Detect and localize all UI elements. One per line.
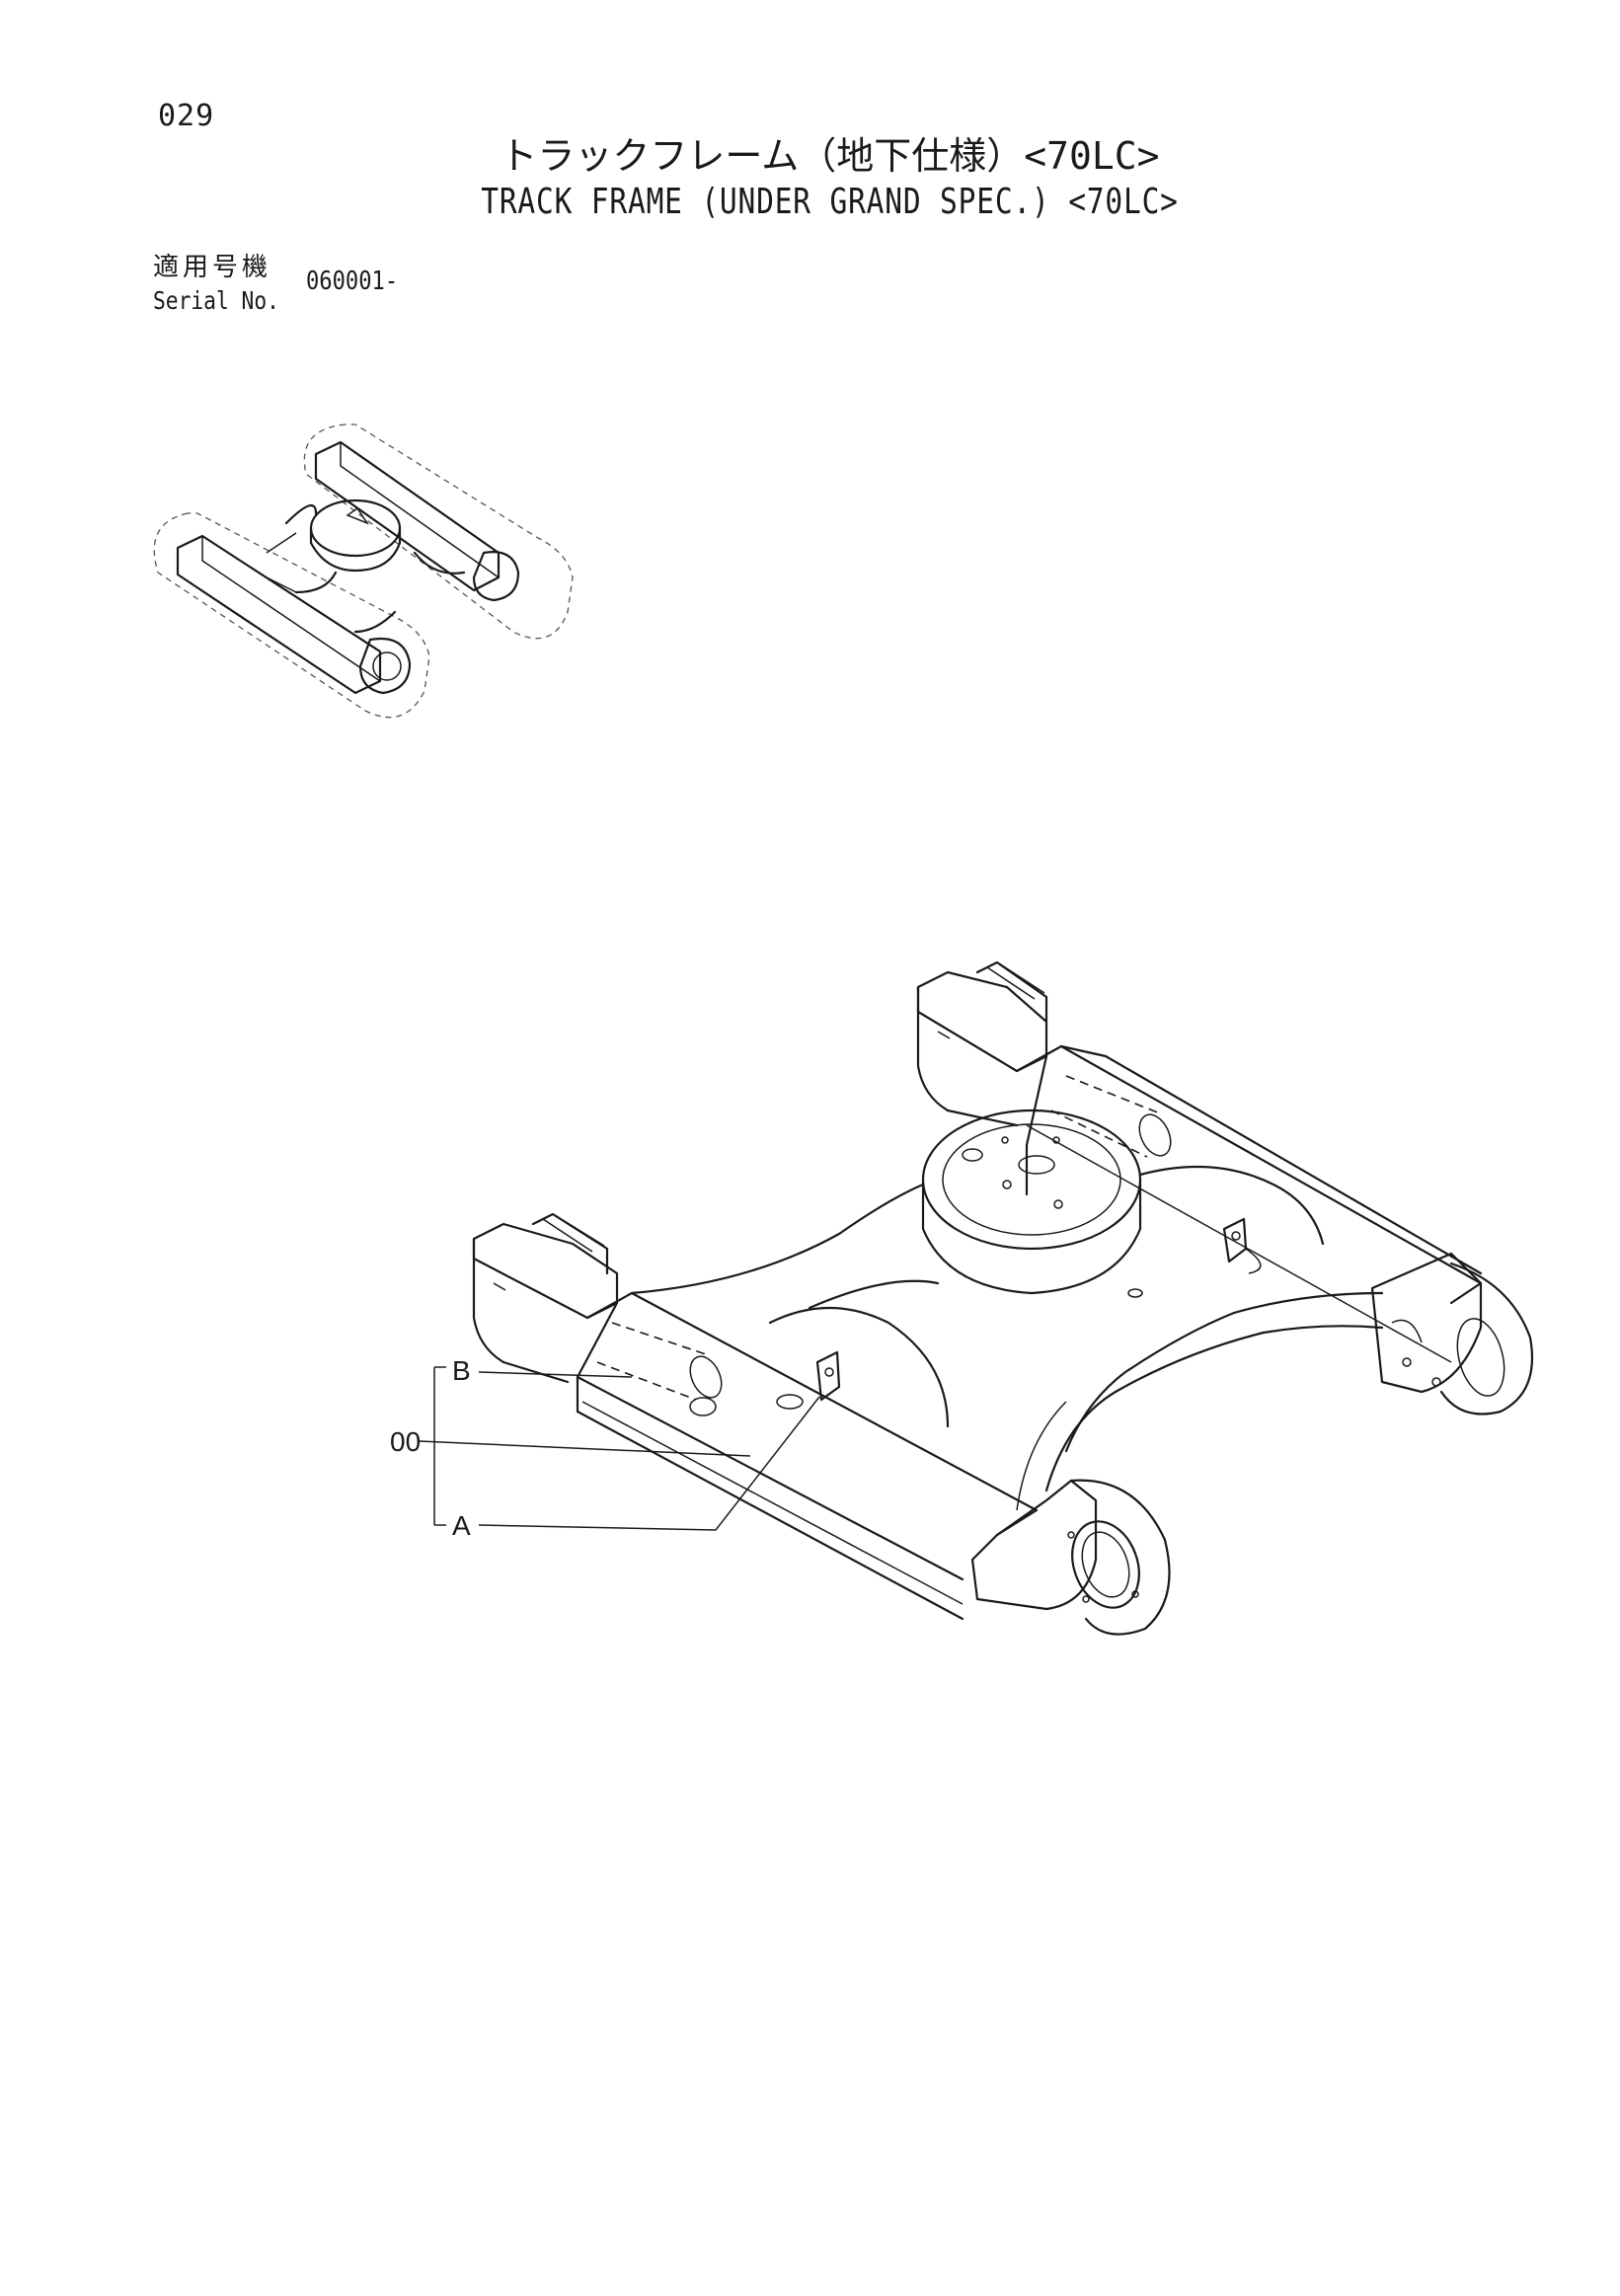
callout-label-b: B bbox=[452, 1355, 471, 1386]
title-japanese: トラックフレーム（地下仕様）<70LC> bbox=[500, 134, 1160, 178]
overview-thumbnail bbox=[153, 423, 574, 719]
page-number: 029 bbox=[158, 99, 215, 133]
title-english: TRACK FRAME (UNDER GRAND SPEC.) <70LC> bbox=[481, 182, 1179, 222]
callout-label-a: A bbox=[452, 1510, 471, 1541]
serial-label-english: Serial No. bbox=[153, 286, 279, 315]
track-frame-drawing bbox=[419, 960, 1534, 1636]
title-block: トラックフレーム（地下仕様）<70LC> TRACK FRAME (UNDER … bbox=[0, 132, 1620, 225]
serial-number-value: 060001- bbox=[306, 267, 399, 296]
callout-label-main-assembly: 00 bbox=[390, 1426, 421, 1457]
serial-label-japanese: 適用号機 bbox=[153, 253, 272, 282]
